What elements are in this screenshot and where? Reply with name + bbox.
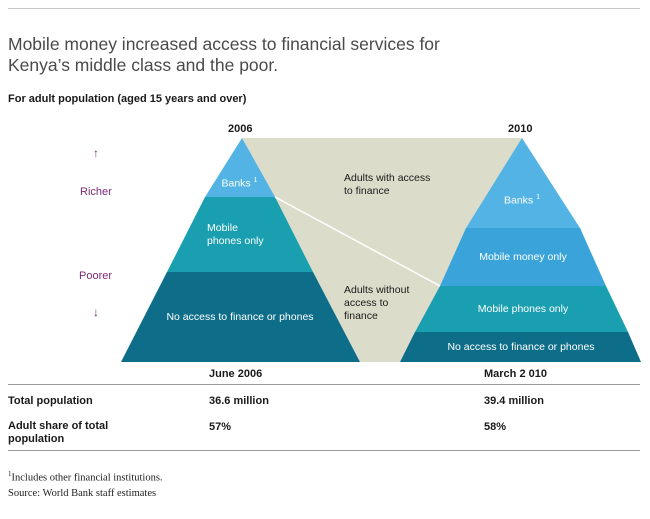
- right-no-access-segment: [400, 332, 641, 362]
- richer-label: Richer: [80, 186, 112, 198]
- table-rule-top: [8, 384, 640, 385]
- page-title: Mobile money increased access to financi…: [8, 34, 440, 75]
- year-2006: 2006: [228, 123, 253, 135]
- right-no-access-label: No access to finance or phones: [447, 341, 595, 353]
- left-mobile-segment: [167, 197, 313, 272]
- right-mobile-phones-label: Mobile phones only: [477, 303, 569, 315]
- top-rule: [8, 8, 640, 9]
- diagonal-divider: [274, 196, 441, 287]
- down-arrow-icon: ↓: [93, 305, 99, 319]
- total-population-2006: 36.6 million: [209, 395, 269, 407]
- year-2010: 2010: [508, 123, 533, 135]
- right-mobile-money-segment: [440, 228, 606, 286]
- left-no-access-segment: [121, 272, 360, 362]
- adult-share-2010: 58%: [484, 421, 507, 433]
- right-banks-segment: [466, 138, 580, 228]
- date-march-2010: March 2 010: [484, 368, 547, 380]
- date-june-2006: June 2006: [209, 368, 263, 380]
- middle-region: [242, 138, 522, 362]
- right-mobile-phones-segment: [415, 286, 628, 332]
- poorer-label: Poorer: [79, 270, 113, 282]
- subtitle: For adult population (aged 15 years and …: [8, 93, 247, 105]
- adult-share-2006: 57%: [209, 421, 232, 433]
- table-rule-bottom: [8, 450, 640, 451]
- right-banks-label: Banks 1: [503, 194, 540, 207]
- left-no-access-label: No access to finance or phones: [166, 311, 314, 323]
- left-banks-label: Banks 1: [221, 177, 258, 190]
- left-banks-segment: [205, 138, 275, 197]
- total-population-2010: 39.4 million: [484, 395, 544, 407]
- up-arrow-icon: ↑: [93, 146, 99, 160]
- row-total-population-label: Total population: [8, 395, 93, 407]
- source-note: Source: World Bank staff estimates: [8, 488, 157, 499]
- footnote: 1Includes other financial institutions.: [8, 470, 163, 484]
- right-mobile-money-label: Mobile money only: [479, 251, 567, 263]
